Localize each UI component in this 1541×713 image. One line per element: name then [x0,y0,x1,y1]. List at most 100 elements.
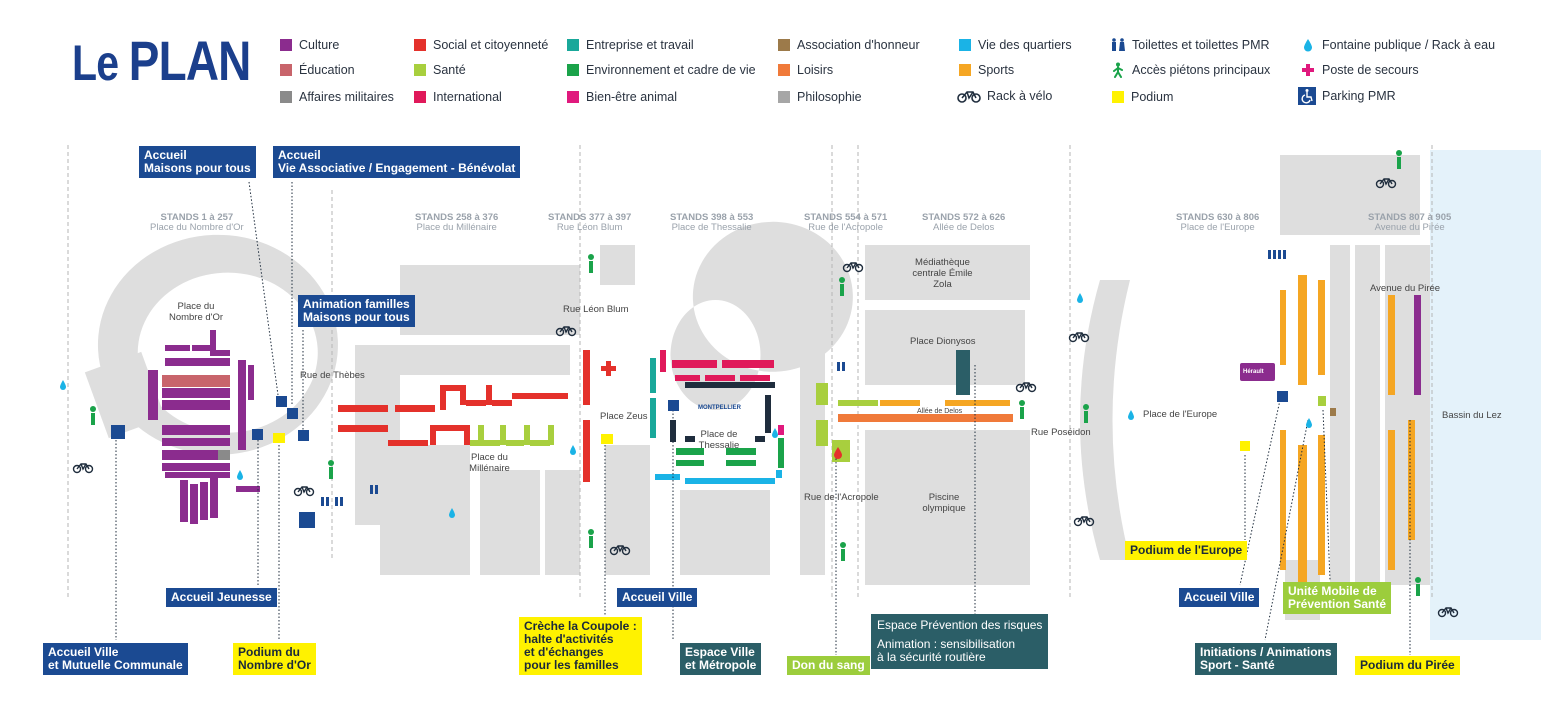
legend-label: Social et citoyenneté [433,38,549,52]
legend-item-bien-etre-animal: Bien-être animal [567,89,677,105]
stand-place: Place de l'Europe [1180,222,1255,233]
legend-swatch [567,64,579,76]
legend-label: Culture [299,38,340,52]
stand-range: STANDS 630 à 806 [1176,212,1260,223]
callout-accueil-ville-europe: Accueil Ville [1179,588,1260,607]
stands-education [162,375,230,387]
legend-item-parking-pmr: Parking PMR [1298,87,1396,105]
parking-pmr-marker [299,512,315,528]
callout-line: Podium du [238,645,300,659]
legend-item-international: International [414,89,502,105]
legend-swatch [280,91,292,103]
callout-line: et Métropole [685,658,757,672]
label-herault: Hérault [1243,369,1264,375]
callout-line: Vie Associative / Engagement - Bénévolat [278,161,516,175]
legend-item-social: Social et citoyenneté [414,37,548,53]
first-aid-markers [601,361,616,376]
legend-label: Environnement et cadre de vie [586,63,756,77]
label-place-dionysos: Place Dionysos [910,336,976,347]
stand-place: Place de Thessalie [671,222,752,233]
callout-line: Crèche la Coupole : [524,619,637,633]
label-place-millenaire: Place du Millénaire [469,452,510,474]
legend-label: Parking PMR [1322,89,1396,103]
stand-honneur [1330,408,1336,416]
stand-range: STANDS 554 à 571 [804,212,888,223]
legend-label: Entreprise et travail [586,38,694,52]
callout-don-du-sang: Don du sang [787,656,870,675]
stand-place: Rue de l'Acropole [808,222,883,233]
callout-line: Accueil Ville [622,590,693,604]
water-drop-icon [1304,39,1312,52]
legend-swatch [280,39,292,51]
callout-line: Espace Prévention des risques [877,618,1043,632]
section-separators [67,145,1433,600]
callout-line: Prévention Santé [1288,597,1387,611]
callout-accueil-jeunesse: Accueil Jeunesse [166,588,277,607]
title-part-1: Le [72,35,119,91]
callout-accueil-ville-thessalie: Accueil Ville [617,588,698,607]
legend-item-affaires-militaires: Affaires militaires [280,89,394,105]
bicycle-icon [957,91,981,103]
callout-line: Podium de l'Europe [1130,543,1243,557]
legend-label: Poste de secours [1322,63,1419,77]
legend-item-fontaine: Fontaine publique / Rack à eau [1300,37,1495,53]
callout-line: Unité Mobile de [1288,584,1377,598]
callout-line: et Mutuelle Communale [48,658,183,672]
callout-line: Espace Ville [685,645,755,659]
legend-item-sante: Santé [414,62,466,78]
legend-label: Sports [978,63,1015,77]
callout-line: Accueil [278,148,321,162]
legend-item-vie-quartiers: Vie des quartiers [959,37,1072,53]
stand-range: STANDS 258 à 376 [415,212,499,223]
label-montpellier: MONTPELLIER [698,405,741,411]
legend-label: International [433,90,502,104]
legend-swatch [959,64,971,76]
legend-item-environnement: Environnement et cadre de vie [567,62,756,78]
pedestrian-access-markers [90,150,1421,596]
legend-label: Fontaine publique / Rack à eau [1322,38,1496,52]
label-rue-acropole: Rue de l'Acropole [804,492,879,503]
legend-swatch [778,64,790,76]
stands-militaires [218,450,230,460]
legend-swatch [567,91,579,103]
callout-line: Maisons pour tous [144,161,251,175]
wheelchair-icon [1298,87,1316,105]
callout-line: halte d'activités [524,632,614,646]
legend-item-philosophie: Philosophie [778,89,862,105]
stand-place: Avenue du Pirée [1374,222,1445,233]
bicycle-racks [72,178,1459,618]
label-avenue-piree: Avenue du Pirée [1370,283,1441,294]
callout-line: Podium du Pirée [1360,658,1455,672]
legend-swatch [567,39,579,51]
legend-item-sports: Sports [959,62,1014,78]
legend-item-acces-pietons: Accès piétons principaux [1110,62,1270,78]
label-rue-poseidon: Rue Poséidon [1031,427,1091,438]
callout-line: Initiations / Animations [1200,645,1332,659]
callout-line: pour les familles [524,658,619,672]
stands-culture [148,330,260,524]
legend-label: Affaires militaires [299,90,394,104]
label-place-zeus: Place Zeus [600,411,648,422]
legend-label: Association d'honneur [797,38,920,52]
herault-logo-block [1240,363,1275,381]
legend-item-podium: Podium [1112,89,1173,105]
legend-label: Toilettes et toilettes PMR [1132,38,1270,52]
callout-line: Accueil Jeunesse [171,590,272,604]
callout-line: Animation familles [303,297,410,311]
label-place-europe: Place de l'Europe [1143,409,1218,420]
stands-thessalie [650,350,784,484]
legend-label: Santé [433,63,466,77]
